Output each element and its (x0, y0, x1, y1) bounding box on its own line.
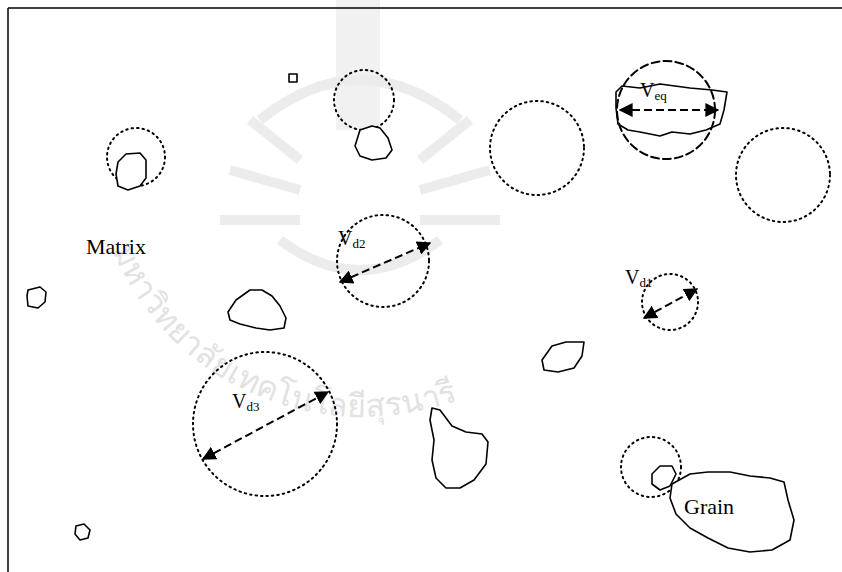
diameter-arrow (203, 392, 328, 459)
measure-circle: Vd1 (641, 273, 699, 331)
diameter-label: Vd2 (338, 228, 365, 250)
measure-circle: Vd2 (336, 214, 430, 308)
grain-label: Grain (684, 496, 734, 518)
grain-outlines (27, 74, 727, 540)
measure-circle: Veq (616, 60, 716, 160)
diameter-arrow (340, 243, 430, 282)
diameter-arrow (620, 109, 718, 111)
dotted-circles (107, 70, 830, 497)
circle-outline (616, 60, 716, 160)
frame-line (7, 8, 9, 572)
frame-line (8, 7, 842, 9)
diameter-label: Vd3 (232, 391, 259, 413)
watermark-logo (220, 0, 500, 270)
diameter-arrow (644, 289, 697, 318)
watermark-text-path: มหาวิทยาลัยเทคโนโลยีสุรนารี (105, 237, 461, 426)
grain-node: Grain (668, 470, 794, 553)
diameter-label: Veq (640, 80, 667, 102)
region-label: Matrix (86, 236, 146, 258)
measure-circle: Vd3 (192, 351, 338, 497)
diameter-label: Vd1 (625, 267, 652, 289)
watermark-text: มหาวิทยาลัยเทคโนโลยีสุรนารี (105, 237, 461, 426)
circle-outline (192, 351, 338, 497)
